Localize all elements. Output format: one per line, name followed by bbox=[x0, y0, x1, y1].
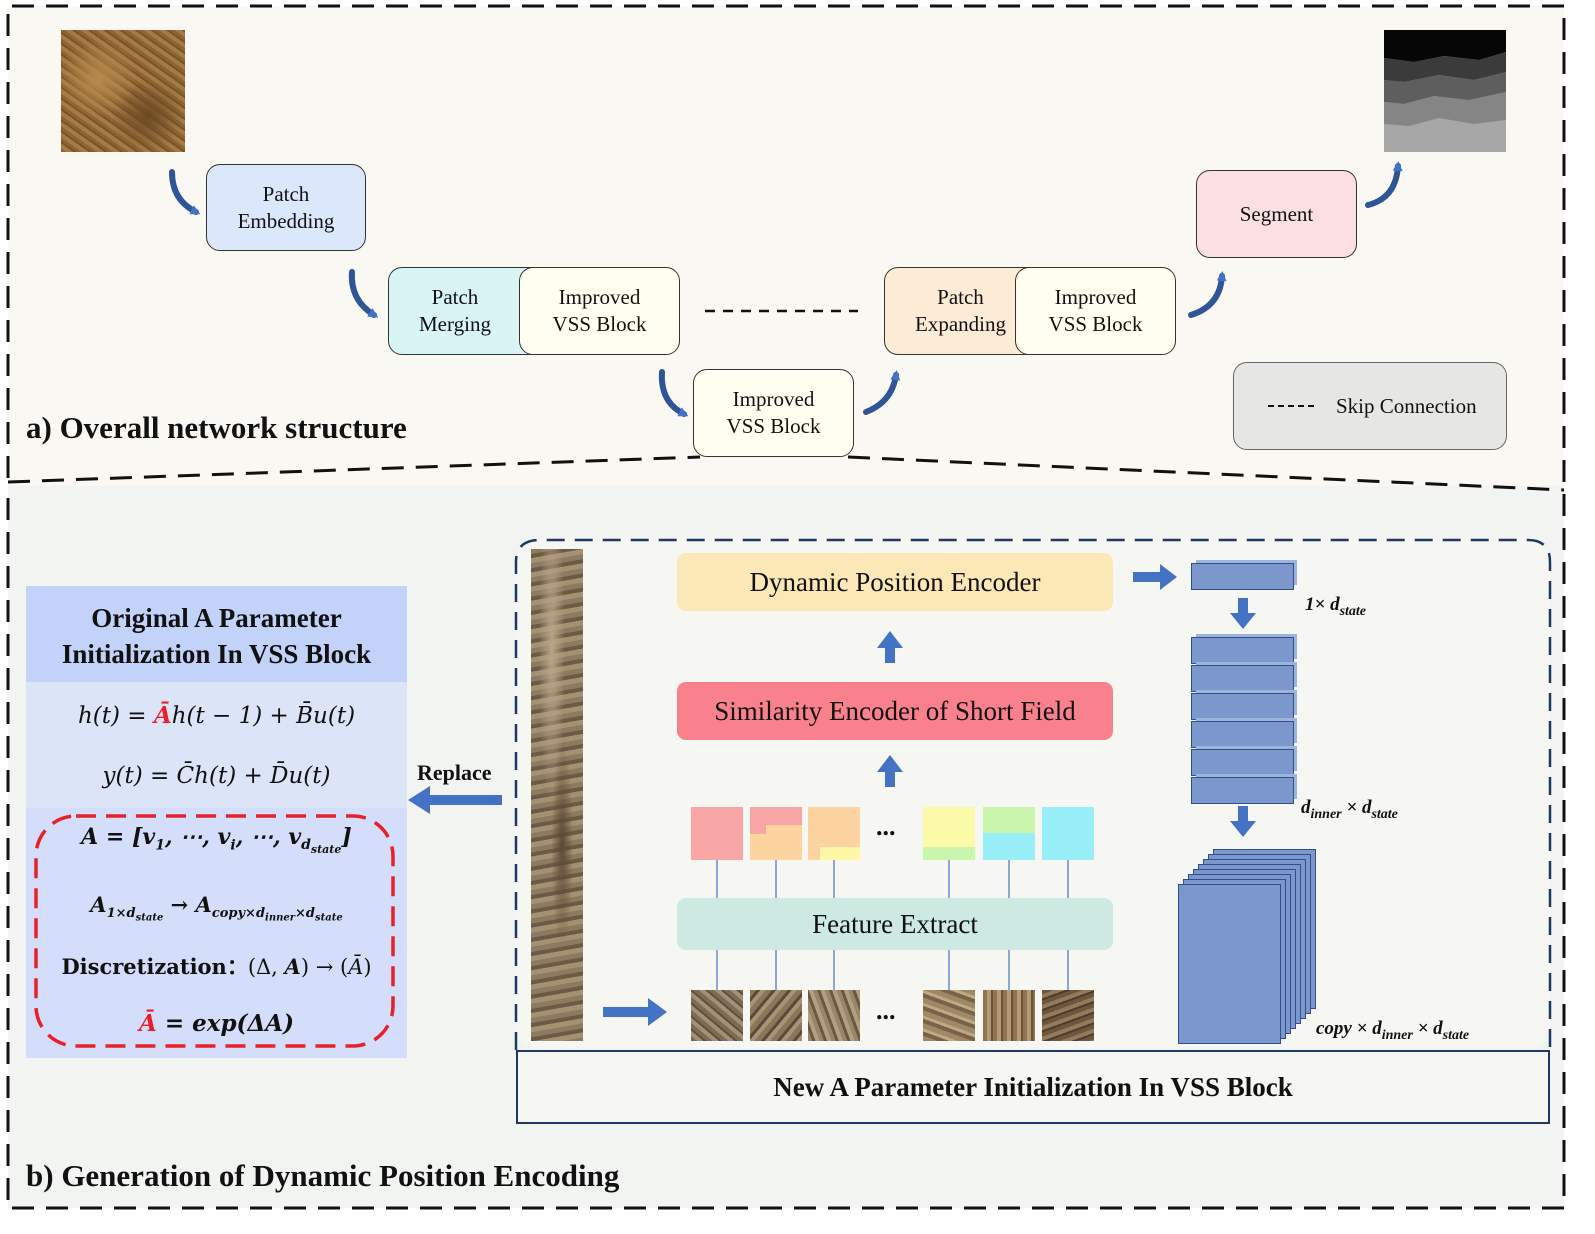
patch-expanding-label: Patch Expanding bbox=[915, 285, 1006, 336]
soil-patch-6 bbox=[1042, 990, 1094, 1041]
dynamic-position-encoder: Dynamic Position Encoder bbox=[677, 553, 1113, 611]
new-init-label: New A Parameter Initialization In VSS Bl… bbox=[773, 1071, 1293, 1102]
section-b-title: b) Generation of Dynamic Position Encodi… bbox=[26, 1158, 620, 1193]
feature-patch-1 bbox=[691, 807, 743, 860]
equation-exp: Ā = exp(ΔA) bbox=[138, 1010, 295, 1037]
equation-discretization: Discretization：(Δ, A) → (Ā) bbox=[61, 954, 372, 979]
feature-ellipsis: ... bbox=[876, 812, 896, 841]
dim-label-3: copy × dinner × dstate bbox=[1316, 1018, 1470, 1043]
tensor-1xdstate bbox=[1191, 563, 1294, 590]
patch-embedding-box: Patch Embedding bbox=[206, 164, 366, 251]
tensor-row bbox=[1191, 749, 1294, 776]
arrow-input-to-embedding bbox=[169, 169, 201, 215]
input-soil-image bbox=[61, 30, 185, 152]
red-dashed-highlight bbox=[34, 814, 395, 1048]
arrow-embedding-to-merging bbox=[348, 269, 379, 318]
arrow-up-1 bbox=[877, 755, 903, 787]
feature-patch-4 bbox=[923, 807, 975, 860]
arrow-encoder-to-tensor bbox=[1133, 564, 1177, 590]
segmentation-output-image bbox=[1384, 30, 1506, 152]
soil-patch-1 bbox=[691, 990, 743, 1041]
arrow-segment-to-output bbox=[1365, 161, 1403, 208]
soil-ellipsis: ... bbox=[876, 996, 896, 1025]
tensor-row bbox=[1191, 693, 1294, 720]
equations-band bbox=[26, 682, 407, 808]
soil-patch-2 bbox=[750, 990, 802, 1041]
arrow-merging-to-vss bbox=[658, 369, 689, 417]
replace-arrow bbox=[408, 786, 502, 814]
dim-label-2: dinner × dstate bbox=[1301, 797, 1398, 822]
feature-patch-3 bbox=[808, 807, 860, 860]
tensor-slice bbox=[1178, 884, 1281, 1044]
arrow-strip-to-patches bbox=[603, 998, 667, 1026]
new-parameter-region bbox=[516, 540, 1550, 1048]
original-parameter-box: Original A Parameter Initialization In V… bbox=[26, 586, 407, 1058]
equation-copy: A1×dstate → Acopy×dinner×dstate bbox=[90, 892, 343, 924]
equation-A-vector: A = [v1, ⋯, vi, ⋯, vdstate] bbox=[81, 824, 352, 857]
original-parameter-title-band bbox=[26, 586, 407, 682]
soil-patch-4 bbox=[923, 990, 975, 1041]
feature-patch-2 bbox=[750, 807, 802, 860]
legend-skip-label: Skip Connection bbox=[1336, 393, 1477, 418]
dim-label-1: 1× dstate bbox=[1305, 594, 1367, 619]
arrow-down-1 bbox=[1230, 598, 1256, 629]
feature-patch-5 bbox=[983, 807, 1035, 860]
soil-patch-5 bbox=[983, 990, 1035, 1041]
improved-vss-block-right: Improved VSS Block bbox=[1015, 267, 1176, 355]
improved-vss-block-left: Improved VSS Block bbox=[519, 267, 680, 355]
segment-box: Segment bbox=[1196, 170, 1357, 258]
soil-patch-3 bbox=[808, 990, 860, 1041]
equation-y: y(t) = C̄h(t) + D̄u(t) bbox=[102, 763, 331, 789]
feature-extract: Feature Extract bbox=[677, 898, 1113, 950]
equation-h: h(t) = Āh(t − 1) + B̄u(t) bbox=[77, 702, 356, 729]
new-init-label-bar: New A Parameter Initialization In VSS Bl… bbox=[516, 1050, 1550, 1124]
arrow-vss-to-segment bbox=[1188, 271, 1227, 318]
tensor-row bbox=[1191, 665, 1294, 692]
tensor-row bbox=[1191, 637, 1294, 664]
new-region-dashed-border bbox=[514, 538, 1552, 1050]
section-a-title: a) Overall network structure bbox=[26, 410, 407, 445]
tensor-row bbox=[1191, 777, 1294, 804]
similarity-encoder: Similarity Encoder of Short Field bbox=[677, 682, 1113, 740]
skip-connection-legend: Skip Connection bbox=[1233, 362, 1507, 450]
tensor-row bbox=[1191, 721, 1294, 748]
improved-vss-block-bottom: Improved VSS Block bbox=[693, 369, 854, 457]
patch-merging-label: Patch Merging bbox=[419, 285, 491, 336]
original-parameter-title: Original A Parameter Initialization In V… bbox=[61, 603, 372, 669]
legend-dash-icon bbox=[1268, 405, 1314, 407]
arrow-up-2 bbox=[877, 631, 903, 663]
feature-patch-6 bbox=[1042, 807, 1094, 860]
soil-strip-image bbox=[531, 549, 583, 1041]
replace-label: Replace bbox=[417, 760, 492, 785]
arrow-vss-to-expanding bbox=[863, 370, 901, 415]
arrow-down-2 bbox=[1230, 806, 1256, 837]
